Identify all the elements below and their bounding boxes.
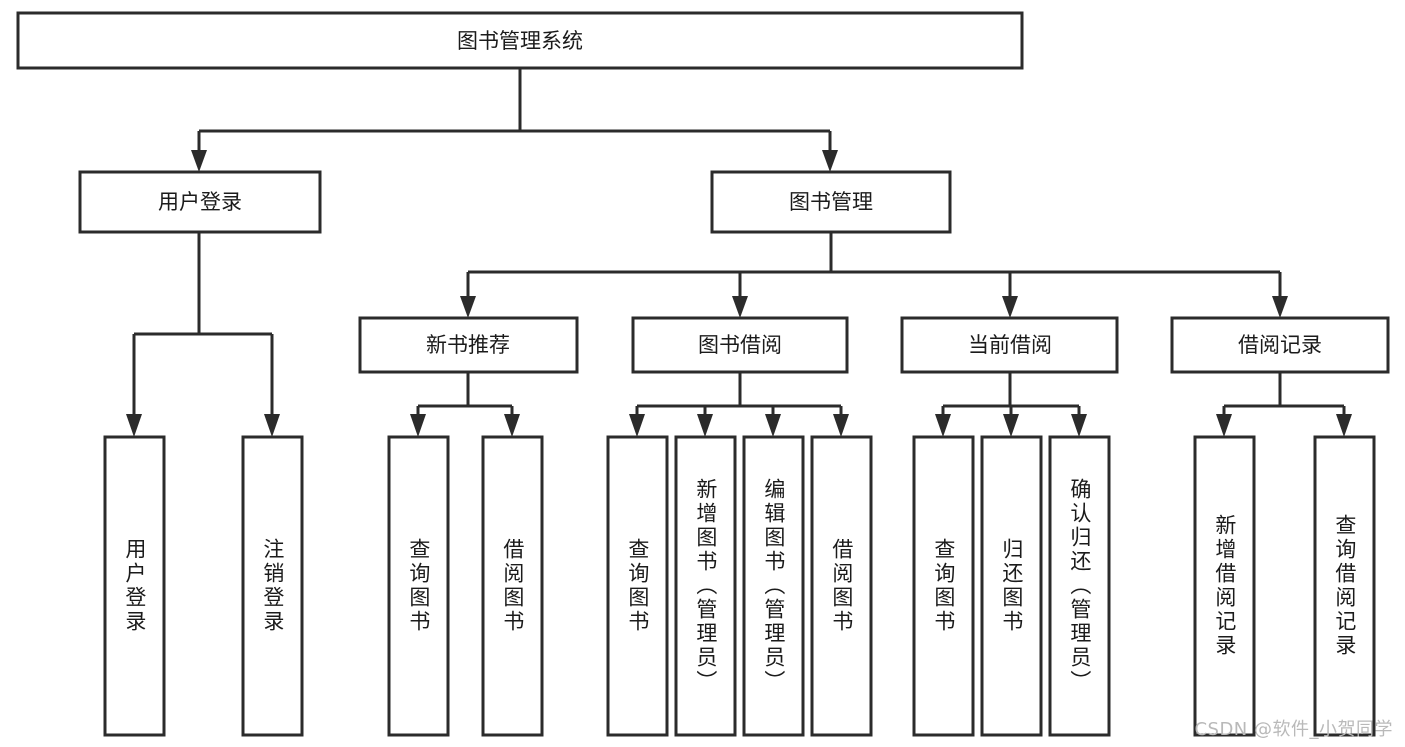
- node-root[interactable]: 图书管理系统: [16, 11, 1024, 70]
- leaf-box-add-record[interactable]: [1193, 435, 1256, 737]
- arrow-head-leaf-confirm-return: [1071, 414, 1087, 437]
- leaf-box-query-book-1[interactable]: [387, 435, 450, 737]
- arrow-head-leaf-query-book-1: [410, 414, 426, 437]
- arrow-head-leaf-return-book: [1003, 414, 1019, 437]
- arrow-head-leaf-query-book-2: [629, 414, 645, 437]
- node-borrow-record-box[interactable]: [1170, 316, 1390, 374]
- node-book-manage[interactable]: 图书管理: [710, 170, 952, 234]
- node-current-borrow-box[interactable]: [900, 316, 1119, 374]
- node-borrow-record[interactable]: 借阅记录: [1170, 316, 1390, 374]
- arrow-head-leaf-edit-book: [765, 414, 781, 437]
- arrow-head-book-borrow: [732, 296, 748, 318]
- leaf-box-query-record[interactable]: [1313, 435, 1376, 737]
- arrow-head-leaf-logout: [264, 414, 280, 437]
- arrow-head-new-book-recommend: [460, 296, 476, 318]
- arrow-head-leaf-add-record: [1216, 414, 1232, 437]
- arrow-head-leaf-borrow-book-2: [833, 414, 849, 437]
- node-new-book-recommend-box[interactable]: [358, 316, 579, 374]
- arrow-head-user-login: [191, 150, 207, 172]
- node-root-label: 图书管理系统: [457, 29, 583, 53]
- leaf-box-query-book-3[interactable]: [912, 435, 975, 737]
- node-borrow-record-label: 借阅记录: [1238, 333, 1322, 357]
- csdn-watermark: CSDN @软件_小贺同学: [1194, 719, 1393, 740]
- leaf-box-add-book[interactable]: [674, 435, 737, 737]
- node-book-manage-box[interactable]: [710, 170, 952, 234]
- arrow-head-book-manage: [822, 150, 838, 172]
- leaf-box-query-book-2[interactable]: [606, 435, 669, 737]
- leaf-box-borrow-book-1[interactable]: [481, 435, 544, 737]
- node-book-manage-label: 图书管理: [789, 190, 873, 214]
- arrow-head-leaf-add-book: [697, 414, 713, 437]
- node-current-borrow-label: 当前借阅: [968, 333, 1052, 357]
- node-current-borrow[interactable]: 当前借阅: [900, 316, 1119, 374]
- leaf-box-return-book[interactable]: [980, 435, 1043, 737]
- leaf-box-confirm-return[interactable]: [1048, 435, 1111, 737]
- arrow-head-borrow-record: [1272, 296, 1288, 318]
- arrow-head-leaf-query-book-3: [935, 414, 951, 437]
- node-user-login[interactable]: 用户登录: [78, 170, 322, 234]
- leaf-box-user-login[interactable]: [103, 435, 166, 737]
- leaf-box-edit-book[interactable]: [742, 435, 805, 737]
- node-book-borrow[interactable]: 图书借阅: [631, 316, 849, 374]
- leaf-box-logout[interactable]: [241, 435, 304, 737]
- node-new-book-recommend-label: 新书推荐: [426, 333, 510, 357]
- arrow-head-leaf-borrow-book-1: [504, 414, 520, 437]
- node-new-book-recommend[interactable]: 新书推荐: [358, 316, 579, 374]
- arrow-head-leaf-query-record: [1336, 414, 1352, 437]
- arrow-head-leaf-user-login: [126, 414, 142, 437]
- node-book-borrow-box[interactable]: [631, 316, 849, 374]
- arrow-head-current-borrow: [1002, 296, 1018, 318]
- node-book-borrow-label: 图书借阅: [698, 333, 782, 357]
- leaf-box-borrow-book-2[interactable]: [810, 435, 873, 737]
- node-user-login-label: 用户登录: [158, 190, 242, 214]
- node-root-box[interactable]: [16, 11, 1024, 70]
